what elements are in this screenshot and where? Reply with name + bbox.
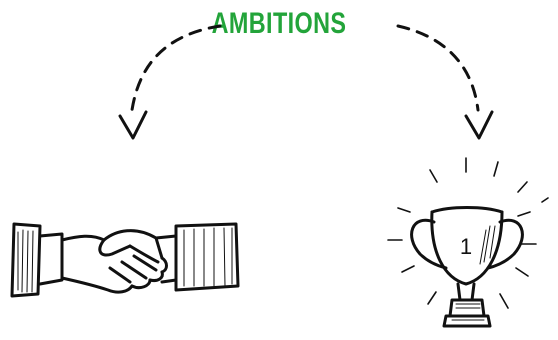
trophy-number: 1 bbox=[460, 234, 472, 259]
diagram-title: AMBITIONS bbox=[211, 7, 347, 40]
arrow-left-icon bbox=[118, 24, 222, 140]
arrow-right-icon bbox=[396, 24, 494, 140]
trophy-icon: 1 bbox=[387, 157, 549, 328]
handshake-icon bbox=[10, 222, 240, 298]
